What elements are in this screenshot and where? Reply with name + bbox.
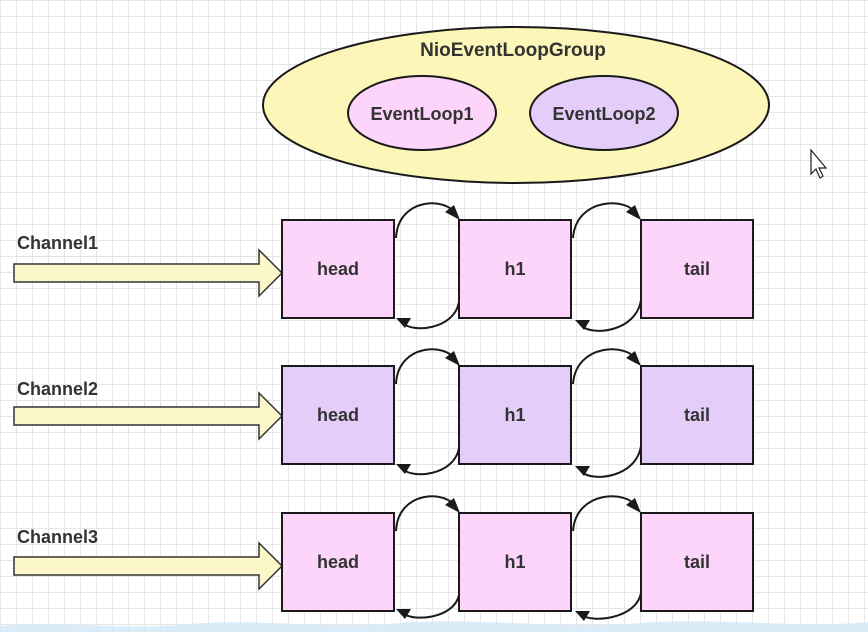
event-loop-1-ellipse — [347, 75, 497, 151]
channel-1-arrowhead-tail-to-h1 — [575, 320, 590, 330]
channel-1-arrowhead-h1-to-tail — [626, 205, 641, 220]
channel-3-handler-tail — [640, 512, 754, 612]
event-loop-1: EventLoop1 — [347, 75, 497, 151]
event-loop-group-title: NioEventLoopGroup — [420, 40, 606, 61]
event-loop-2-label: EventLoop2 — [552, 104, 655, 124]
channel-1-handler-head-label: head — [317, 259, 359, 279]
channel-2-arrowhead-h1-to-tail — [626, 351, 641, 366]
channel-3-label: Channel3 — [17, 527, 98, 547]
channel-3-arrowhead-h1-to-head — [396, 609, 411, 619]
channel-2-handler-head-label: head — [317, 405, 359, 425]
channel-1-input-arrow — [13, 248, 284, 298]
channel-2-arrowhead-h1-to-head — [396, 464, 411, 474]
channel-3-handler-h1-label: h1 — [504, 552, 525, 572]
channel-1-handler-tail-label: tail — [684, 259, 710, 279]
event-loop-group: NioEventLoopGroup EventLoop1 EventLoop2 — [262, 26, 770, 184]
channel-1-label: Channel1 — [17, 233, 98, 253]
channel-1-flow-arrows — [395, 202, 642, 332]
channel-2-arrow-h1-to-tail — [572, 348, 637, 385]
channel-3-arrowhead-h1-to-tail — [626, 498, 641, 513]
channel-3-arrow-head-to-h1 — [395, 495, 456, 532]
channel-2-arrow-tail-to-h1 — [581, 445, 642, 478]
channel-2-pipeline: head h1 tail — [281, 365, 754, 465]
channel-3-arrow-h1-to-tail — [572, 495, 637, 532]
mouse-pointer-icon — [810, 148, 828, 179]
channel-1-handler-tail — [640, 219, 754, 319]
channel-3-pipeline: head h1 tail — [281, 512, 754, 612]
bottom-wave-decoration — [0, 621, 868, 632]
event-loop-2: EventLoop2 — [529, 75, 679, 151]
channel-2-handler-tail — [640, 365, 754, 465]
channel-2-input-arrow — [13, 391, 284, 441]
event-loop-2-ellipse — [529, 75, 679, 151]
channel-2-handler-h1 — [458, 365, 572, 465]
channel-3-arrowhead-tail-to-h1 — [575, 611, 590, 621]
channel-1-arrow-h1-to-head — [402, 301, 460, 330]
channel-3-row: Channel3 head h1 tail — [13, 495, 754, 621]
channel-3-handler-head — [281, 512, 395, 612]
channel-2-arrowhead-head-to-h1 — [445, 351, 460, 366]
channel-3-arrowhead-head-to-h1 — [445, 498, 460, 513]
channel-2-arrow-head-to-h1 — [395, 348, 456, 385]
channel-1-arrow-head-to-h1 — [395, 202, 456, 239]
channel-1-handler-h1 — [458, 219, 572, 319]
channel-2-row: Channel2 head h1 tail — [13, 348, 754, 478]
channel-1-handler-head — [281, 219, 395, 319]
channel-1-arrow-h1-to-tail — [572, 202, 637, 239]
channel-3-handler-tail-label: tail — [684, 552, 710, 572]
channel-2-handler-tail-label: tail — [684, 405, 710, 425]
channel-3-handler-h1 — [458, 512, 572, 612]
channel-1-arrow-tail-to-h1 — [581, 299, 642, 332]
channel-1-arrowhead-h1-to-head — [396, 318, 411, 328]
channel-2-handler-h1-label: h1 — [504, 405, 525, 425]
channel-3-arrow-tail-to-h1 — [581, 592, 642, 620]
channel-3-handler-head-label: head — [317, 552, 359, 572]
channel-1-handler-h1-label: h1 — [504, 259, 525, 279]
channel-2-flow-arrows — [395, 348, 642, 478]
channel-3-arrow-h1-to-head — [402, 594, 460, 619]
channel-2-label: Channel2 — [17, 379, 98, 399]
channel-1-pipeline: head h1 tail — [281, 219, 754, 319]
channel-2-arrowhead-tail-to-h1 — [575, 466, 590, 476]
channel-3-flow-arrows — [395, 495, 642, 621]
channel-1-row: Channel1 head h1 tail — [13, 202, 754, 332]
event-loop-1-label: EventLoop1 — [370, 104, 473, 124]
channel-2-arrow-h1-to-head — [402, 447, 460, 476]
channel-3-input-arrow — [13, 541, 284, 591]
channel-2-handler-head — [281, 365, 395, 465]
channel-1-arrowhead-head-to-h1 — [445, 205, 460, 220]
